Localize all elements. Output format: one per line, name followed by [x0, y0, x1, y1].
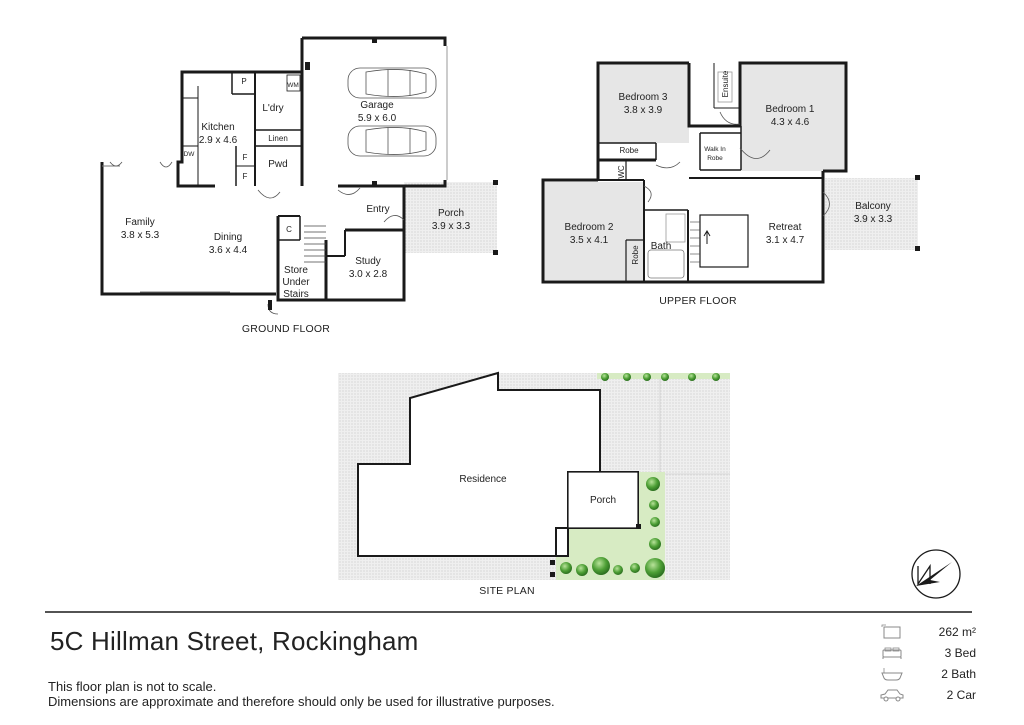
- study-dims: 3.0 x 2.8: [349, 269, 388, 280]
- car-icon: [347, 125, 437, 157]
- car-icon: [880, 689, 904, 702]
- pantry-label: P: [241, 77, 246, 86]
- garage-label: Garage: [360, 100, 394, 111]
- tree-icon: [560, 373, 720, 578]
- car-icon: [347, 67, 437, 99]
- ground-floor-caption: GROUND FLOOR: [242, 323, 330, 335]
- stat-bathrooms: 2 Bath: [878, 664, 976, 685]
- balcony-label: Balcony: [855, 201, 891, 212]
- walk-in-robe-label-line-1: Walk In: [704, 146, 726, 153]
- bedroom-1-fill: [741, 63, 846, 171]
- disclaimer-line-1: This floor plan is not to scale.: [48, 679, 217, 694]
- bath-icon: [881, 668, 903, 681]
- disclaimer: This floor plan is not to scale. Dimensi…: [48, 679, 555, 709]
- store-label-line-3: Stairs: [283, 289, 309, 300]
- kitchen-label: Kitchen: [201, 122, 234, 133]
- linen-label: Linen: [268, 134, 288, 143]
- upper-floor-caption: UPPER FLOOR: [659, 295, 737, 307]
- property-address: 5C Hillman Street, Rockingham: [50, 626, 419, 656]
- dining-label: Dining: [214, 232, 242, 243]
- site-plan: [338, 371, 730, 580]
- site-porch-label: Porch: [590, 495, 616, 506]
- garage-walls: [302, 36, 447, 188]
- store-label-line-2: Under: [282, 277, 310, 288]
- laundry-label: L'dry: [262, 103, 283, 114]
- stat-bedrooms: 3 Bed: [878, 643, 976, 664]
- porch-label: Porch: [438, 208, 464, 219]
- balcony-paving: [825, 178, 918, 250]
- bathrooms-value: 2 Bath: [941, 667, 976, 681]
- store-label-line-1: Store: [284, 265, 308, 276]
- bedroom-1-label: Bedroom 1: [766, 104, 815, 115]
- dishwasher-label: DW: [184, 151, 196, 158]
- land-area-icon: [881, 624, 901, 639]
- bedrooms-value: 3 Bed: [944, 646, 976, 660]
- disclaimer-line-2: Dimensions are approximate and therefore…: [48, 694, 555, 709]
- land-area-value: 262 m²: [938, 625, 976, 639]
- fridge-label-a: F: [243, 153, 248, 162]
- bath-label: Bath: [651, 241, 672, 252]
- upper-floor-plan: [541, 61, 920, 284]
- powder-room-label: Pwd: [268, 159, 287, 170]
- family-label: Family: [125, 217, 154, 228]
- garage-dims: 5.9 x 6.0: [358, 113, 397, 124]
- dining-dims: 3.6 x 4.4: [209, 245, 248, 256]
- balcony-dims: 3.9 x 3.3: [854, 214, 893, 225]
- bedroom-2-label: Bedroom 2: [565, 222, 614, 233]
- bedroom-3-fill: [598, 63, 689, 143]
- stat-car-spaces: 2 Car: [878, 685, 976, 706]
- retreat-label: Retreat: [769, 222, 802, 233]
- car-spaces-value: 2 Car: [946, 688, 976, 702]
- bedroom-2-dims: 3.5 x 4.1: [570, 235, 609, 246]
- retreat-dims: 3.1 x 4.7: [766, 235, 805, 246]
- robe-bedroom-2-label: Robe: [631, 245, 640, 265]
- ensuite-label: Ensuite: [721, 70, 730, 97]
- bedroom-1-dims: 4.3 x 4.6: [771, 117, 810, 128]
- ground-floor-plan: [100, 36, 498, 315]
- bedroom-3-label: Bedroom 3: [619, 92, 668, 103]
- north-arrow-icon: [911, 549, 961, 599]
- property-stats: 262 m² 3 Bed 2 Bath 2 Car: [878, 622, 976, 706]
- porch-paving: [404, 182, 497, 253]
- washing-machine-label: WM: [287, 82, 299, 89]
- family-dims: 3.8 x 5.3: [121, 230, 160, 241]
- lawn-area: [556, 472, 665, 580]
- robe-bedroom-3-label: Robe: [619, 146, 639, 155]
- living-walls: [100, 162, 276, 296]
- bed-icon: [882, 647, 902, 659]
- wc-label: WC: [617, 165, 626, 179]
- walk-in-robe-label-line-2: Robe: [707, 155, 723, 162]
- study-label: Study: [355, 256, 381, 267]
- fridge-label-b: F: [243, 172, 248, 181]
- cupboard-label: C: [286, 225, 292, 234]
- site-plan-caption: SITE PLAN: [479, 585, 534, 597]
- kitchen-dims: 2.9 x 4.6: [199, 135, 238, 146]
- entry-label: Entry: [366, 204, 389, 215]
- bedroom-2-fill: [543, 182, 644, 280]
- porch-dims: 3.9 x 3.3: [432, 221, 471, 232]
- stat-land-area: 262 m²: [878, 622, 976, 643]
- residence-label: Residence: [459, 474, 507, 485]
- bedroom-3-dims: 3.8 x 3.9: [624, 105, 663, 116]
